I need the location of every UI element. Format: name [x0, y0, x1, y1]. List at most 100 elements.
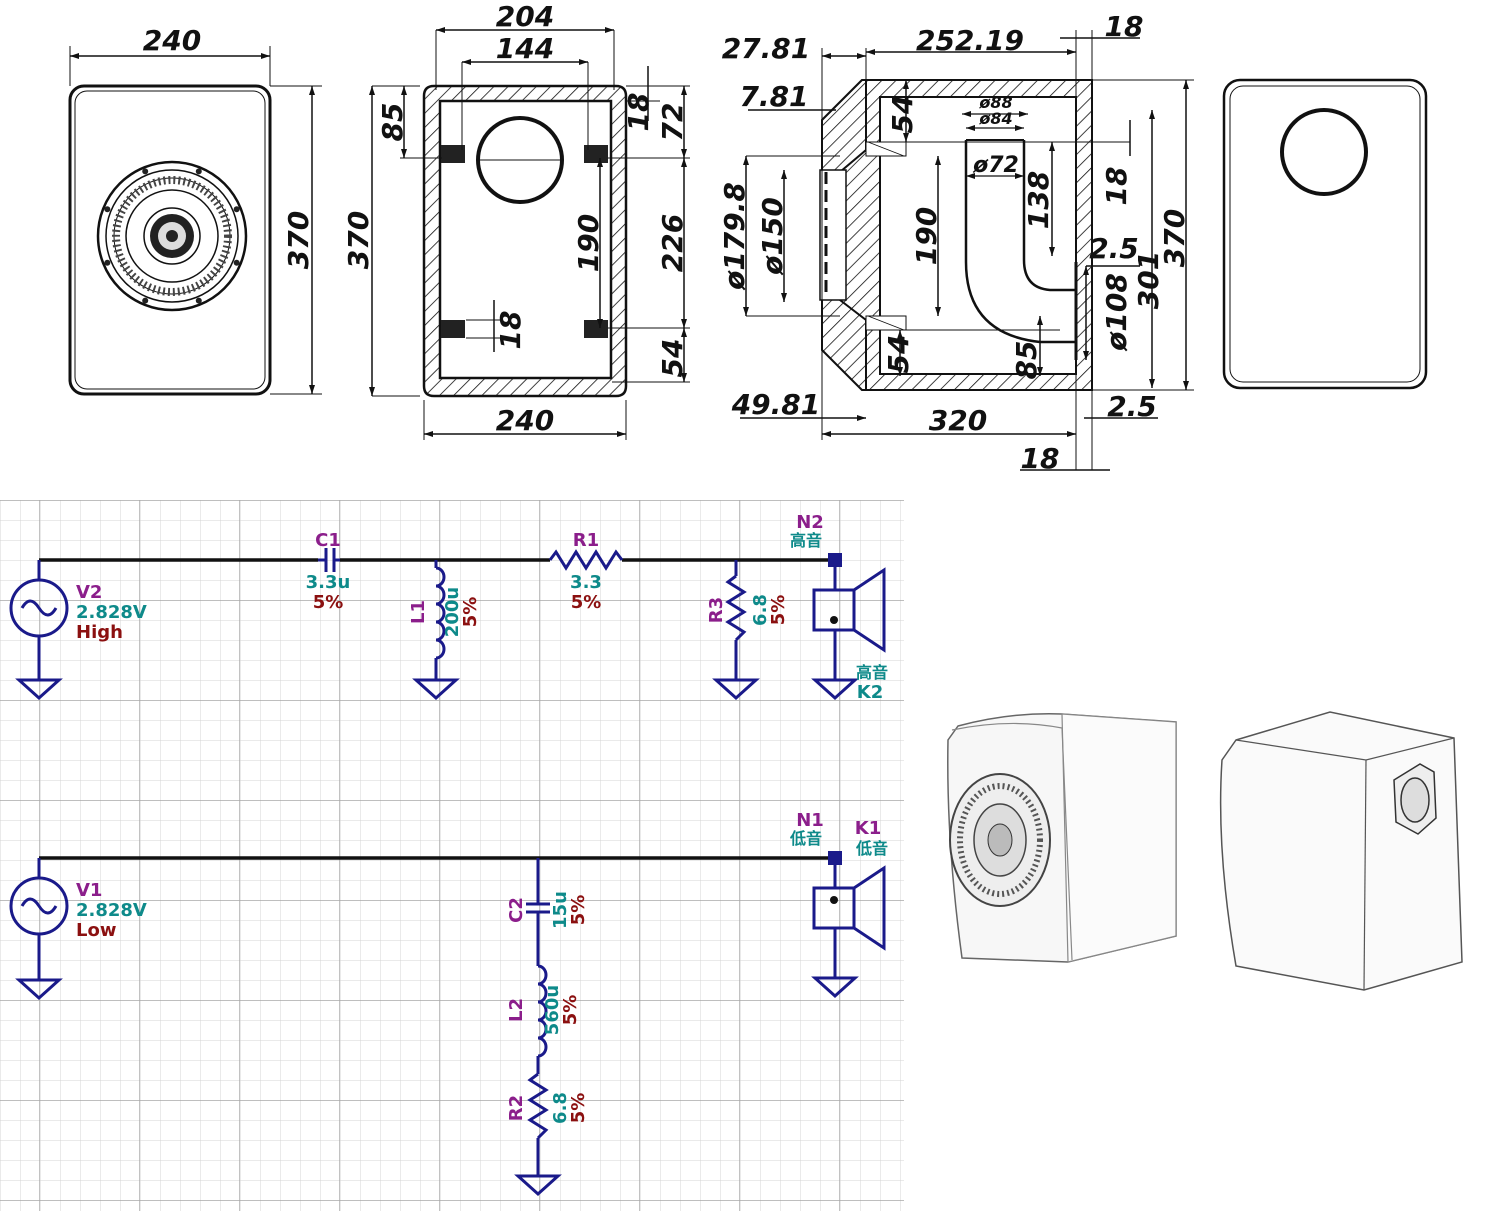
- side-port-out: ø108: [1100, 273, 1133, 352]
- n2-name: N2: [796, 512, 824, 533]
- side-chamfer: 7.81: [739, 80, 808, 113]
- n2-label: 高音: [790, 531, 822, 550]
- side-brace-bottom: 54: [882, 335, 915, 374]
- v1-tag: Low: [76, 920, 116, 941]
- section-height: 370: [342, 211, 375, 269]
- screw-hole: [233, 206, 240, 213]
- r2-value: 6.8: [550, 1092, 571, 1124]
- section-width: 240: [496, 404, 554, 437]
- side-front-offset: 27.81: [722, 32, 811, 65]
- render-rear: [1219, 711, 1463, 991]
- screw-hole: [195, 297, 202, 304]
- side-port-d2: ø84: [978, 109, 1012, 128]
- woofer-drawing: [96, 160, 248, 312]
- screw-hole: [142, 297, 149, 304]
- capacitor-c1: C1 3.3u 5%: [306, 530, 351, 613]
- side-back-wall-bottom: 18: [1021, 442, 1060, 475]
- section-lower-right: 226: [656, 214, 689, 272]
- r1-name: R1: [573, 530, 599, 551]
- resistor-r1: R1 3.3 5%: [548, 530, 624, 613]
- side-port-from-bottom: 85: [1010, 341, 1043, 380]
- woofer-k1: N1 低音 K1 低音: [789, 810, 888, 999]
- v2-name: V2: [76, 582, 102, 603]
- r3-tolerance: 5%: [768, 595, 789, 626]
- k1-label: 低音: [855, 839, 888, 858]
- rear-view: [1222, 78, 1428, 390]
- r2-tolerance: 5%: [568, 1093, 589, 1124]
- brace-block: [441, 145, 465, 163]
- r2-name: R2: [506, 1095, 527, 1121]
- k1-name: K1: [855, 818, 881, 839]
- resistor-r3: R3 6.8 5%: [706, 560, 789, 701]
- side-port-length: 138: [1022, 171, 1055, 229]
- render-front: [947, 713, 1177, 963]
- side-height: 370: [1158, 209, 1191, 267]
- screw-hole: [233, 259, 240, 266]
- side-brace-top: 54: [886, 95, 919, 134]
- capacitor-c2: C2 15u 5%: [506, 858, 589, 966]
- source-v1: V1 2.828V Low: [9, 858, 147, 1001]
- v1-value: 2.828V: [76, 900, 147, 921]
- r1-value: 3.3: [570, 572, 602, 593]
- low-pass-branch: V1 2.828V Low C2 15u 5% L2 560u 5%: [9, 810, 888, 1197]
- brace-block: [584, 320, 608, 338]
- l1-name: L1: [408, 600, 429, 624]
- inductor-l2: L2 560u 5%: [506, 964, 581, 1074]
- l1-tolerance: 5%: [460, 597, 481, 628]
- screw-hole: [195, 168, 202, 175]
- section-top-inner: 144: [496, 32, 554, 65]
- side-driver-outer: ø179.8: [718, 182, 751, 291]
- c2-name: C2: [506, 897, 527, 923]
- side-internal: 301: [1132, 251, 1165, 309]
- section-top-outer: 204: [496, 0, 554, 33]
- l2-value: 560u: [542, 985, 563, 1035]
- c2-tolerance: 5%: [568, 895, 589, 926]
- section-upper-right: 72: [656, 103, 689, 142]
- front-view: 240 370: [68, 24, 322, 396]
- r3-name: R3: [706, 597, 727, 623]
- side-port-inner: ø72: [972, 153, 1019, 178]
- screw-hole: [142, 168, 149, 175]
- section-upper-offset: 85: [376, 103, 409, 142]
- n1-label: 低音: [789, 829, 822, 848]
- l2-tolerance: 5%: [560, 995, 581, 1026]
- side-port-d1: ø88: [978, 93, 1012, 112]
- v2-tag: High: [76, 622, 123, 643]
- side-depth-bottom: 320: [929, 404, 987, 437]
- c1-name: C1: [315, 530, 341, 551]
- k2-label: 高音: [856, 663, 888, 682]
- side-view: 27.81 252.19 18 7.81 54 ø88 ø84 ø72 138 …: [718, 10, 1194, 475]
- side-inner-height: 190: [910, 207, 943, 265]
- section-middle: 190: [572, 214, 605, 272]
- side-back-step: 2.5: [1107, 390, 1157, 423]
- side-depth-top: 252.19: [916, 24, 1024, 57]
- section-wall-top: 18: [622, 93, 655, 132]
- crossover-schematic: V2 2.828V High C1 3.3u 5% L1 200u 5%: [0, 500, 904, 1211]
- resistor-r2: R2 6.8 5%: [506, 1072, 589, 1197]
- high-pass-branch: V2 2.828V High C1 3.3u 5% L1 200u 5%: [9, 512, 888, 703]
- section-view: 204 144 370 85 18 72 190 226 54 18: [342, 0, 690, 440]
- section-wall-bottom: 18: [494, 311, 527, 350]
- front-width-label: 240: [143, 24, 201, 57]
- k2-name: K2: [857, 682, 883, 703]
- brace-block: [441, 320, 465, 338]
- screw-hole: [104, 206, 111, 213]
- tweeter-k2: N2 高音 高音 K2: [790, 512, 888, 703]
- side-driver-inner: ø150: [756, 197, 789, 276]
- v2-value: 2.828V: [76, 602, 147, 623]
- r1-tolerance: 5%: [571, 592, 602, 613]
- front-height-label: 370: [282, 211, 315, 269]
- screw-hole: [104, 259, 111, 266]
- inductor-l1: L1 200u 5%: [408, 560, 481, 701]
- r3-value: 6.8: [750, 594, 771, 626]
- section-bottom-gap: 54: [656, 339, 689, 378]
- l2-name: L2: [506, 998, 527, 1022]
- l1-value: 200u: [442, 587, 463, 637]
- v1-name: V1: [76, 880, 102, 901]
- c1-value: 3.3u: [306, 572, 351, 593]
- source-v2: V2 2.828V High: [9, 560, 147, 701]
- side-front-base: 49.81: [731, 388, 821, 421]
- side-step: 2.5: [1089, 232, 1139, 265]
- c1-tolerance: 5%: [313, 592, 344, 613]
